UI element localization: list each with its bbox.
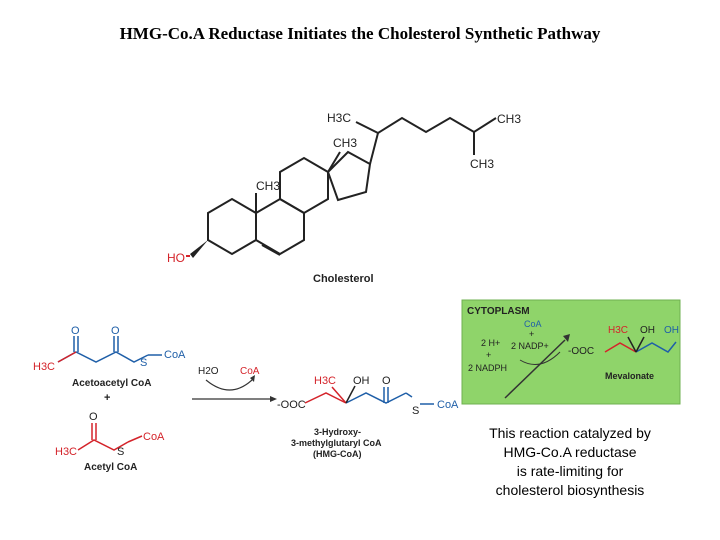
cytoplasm-plus1: + — [529, 329, 534, 339]
caption-text: This reaction catalyzed by HMG-Co.A redu… — [460, 424, 680, 500]
hmg-o-label: O — [382, 375, 391, 387]
h3c-top-label: H3C — [327, 111, 351, 125]
cytoplasm-panel — [461, 299, 681, 405]
double-bond — [261, 244, 281, 256]
hmg-name-line1: 3-Hydroxy- — [314, 427, 361, 437]
ho-wedge — [190, 240, 208, 258]
methyl-bond-21 — [355, 121, 379, 134]
cytoplasm-coa-label: CoA — [524, 319, 542, 329]
side-chain — [377, 116, 497, 134]
acetoacetyl-name: Acetoacetyl CoA — [72, 378, 151, 389]
mevalonate-h3c-label: H3C — [608, 325, 628, 336]
mevalonate-oh1-label: OH — [640, 325, 655, 336]
ch3-terminal-label: CH3 — [497, 112, 521, 126]
coa-released-label: CoA — [240, 366, 260, 377]
acetyl-o-label: O — [89, 411, 98, 423]
ch3-branch-label: CH3 — [470, 157, 494, 171]
ring-c — [279, 156, 329, 215]
mevalonate-oh2-label: OH — [664, 325, 679, 336]
hmg-s-label: S — [412, 405, 419, 417]
hmg-coa-structure — [304, 385, 434, 405]
reaction-arrow — [192, 375, 277, 402]
caption-line-2: HMG-Co.A reductase — [503, 444, 637, 460]
plus-sign: + — [104, 392, 110, 404]
acetyl-coa-label: CoA — [143, 431, 165, 443]
methyl-bond-18 — [327, 151, 341, 173]
ring-a — [207, 197, 257, 256]
caption-line-3: is rate-limiting for — [516, 463, 624, 479]
caption-line-4: cholesterol biosynthesis — [495, 482, 645, 498]
caption-line-1: This reaction catalyzed by — [489, 425, 651, 441]
cytoplasm-plus2: + — [486, 350, 491, 360]
acetoacetyl-o1-label: O — [71, 325, 80, 337]
cytoplasm-label: CYTOPLASM — [467, 306, 530, 317]
cytoplasm-hplus-label: 2 H+ — [481, 338, 500, 348]
hmg-coa-label: CoA — [437, 399, 459, 411]
mevalonate-ooc-label: -OOC — [568, 346, 594, 357]
cytoplasm-nadp-label: 2 NADP+ — [511, 341, 549, 351]
acetyl-s-label: S — [117, 446, 124, 458]
acetyl-coa-structure — [77, 423, 143, 451]
acetoacetyl-coa-structure — [57, 336, 162, 363]
cytoplasm-nadph-label: 2 NADPH — [468, 363, 507, 373]
acetoacetyl-h3c-label: H3C — [33, 361, 55, 373]
acetyl-name: Acetyl CoA — [84, 462, 137, 473]
page-title: HMG-Co.A Reductase Initiates the Cholest… — [119, 24, 601, 43]
cholesterol-structure — [186, 116, 497, 258]
hmg-oh-label: OH — [353, 375, 370, 387]
side-chain-bond — [369, 132, 379, 165]
hmg-name-line3: (HMG-CoA) — [313, 449, 362, 459]
ring-d — [326, 150, 372, 202]
ho-label: HO — [167, 251, 185, 265]
acetyl-h3c-label: H3C — [55, 446, 77, 458]
h2o-label: H2O — [198, 366, 219, 377]
hmg-name-line2: 3-methylglutaryl CoA — [291, 438, 382, 448]
acetoacetyl-s-label: S — [140, 357, 147, 369]
acetoacetyl-o2-label: O — [111, 325, 120, 337]
acetoacetyl-coa-label: CoA — [164, 349, 186, 361]
ch3-c18-label: CH3 — [333, 136, 357, 150]
ch3-c19-label: CH3 — [256, 179, 280, 193]
mevalonate-name: Mevalonate — [605, 371, 654, 381]
cholesterol-name: Cholesterol — [313, 273, 374, 285]
hmg-ooc-label: -OOC — [277, 399, 306, 411]
hmg-h3c-label: H3C — [314, 375, 336, 387]
